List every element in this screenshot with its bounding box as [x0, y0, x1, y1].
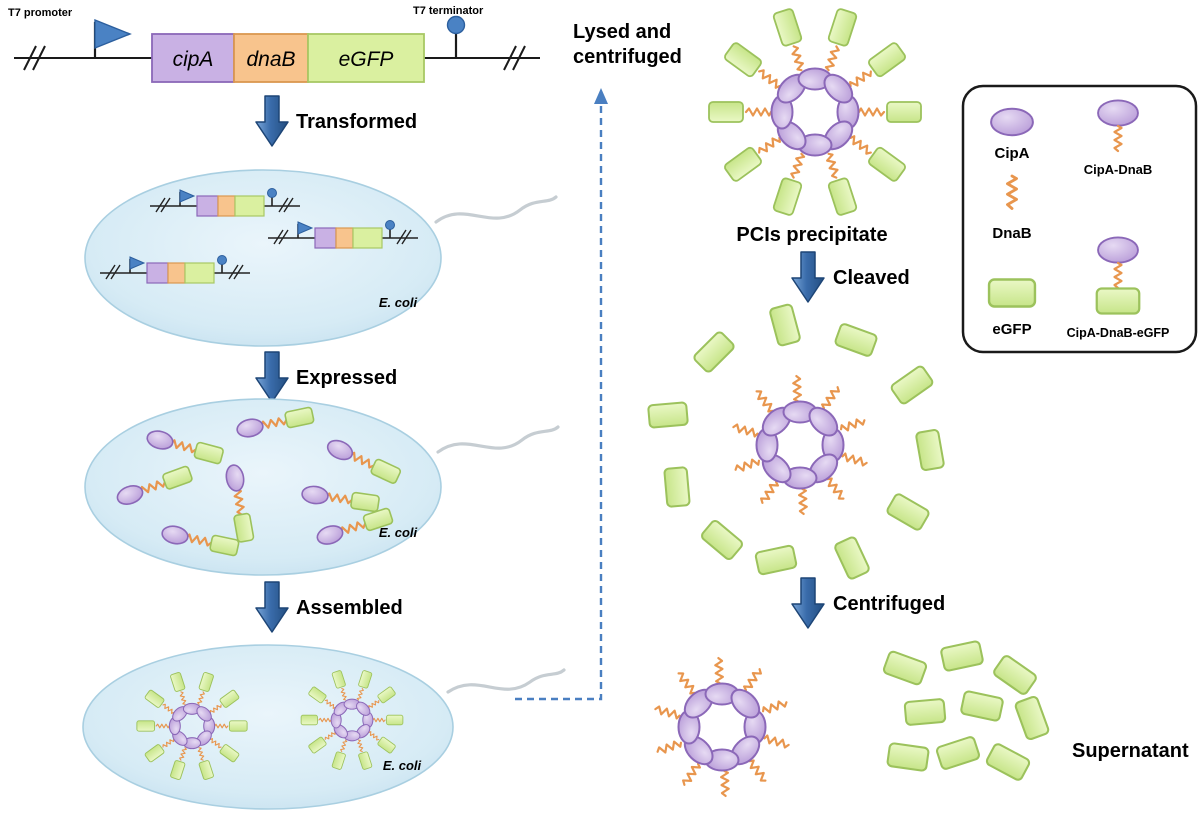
lysed-label-line1: Lysed and	[573, 21, 671, 43]
pci-precipitate	[709, 8, 921, 216]
centrifuged-arrow-icon	[791, 577, 825, 629]
ecoli-cell-transformed: E. coli	[84, 169, 558, 347]
egfp-shape-icon	[987, 278, 1037, 308]
t7-promoter-flag-icon	[93, 18, 132, 58]
released-egfp	[833, 321, 879, 359]
ecoli-cell-expressed: E. coli	[84, 398, 560, 576]
supernatant-egfp	[903, 697, 947, 727]
legend: CipA CipA-DnaB DnaB eGFP CipA-DnaB-eGFP	[961, 84, 1198, 354]
supernatant-egfp	[991, 653, 1039, 697]
supernatant-egfp	[934, 734, 982, 772]
pci-core	[732, 376, 867, 514]
ecoli-label: E. coli	[379, 295, 418, 310]
supernatant-label: Supernatant	[1072, 740, 1189, 762]
centrifuged-label: Centrifuged	[833, 593, 945, 615]
transformed-label: Transformed	[296, 111, 417, 133]
supernatant-egfp	[939, 639, 985, 673]
released-egfp	[663, 466, 691, 508]
legend-label-egfp: eGFP	[992, 321, 1031, 338]
released-egfp	[884, 491, 932, 533]
expressed-arrow-icon	[255, 351, 289, 403]
ecoli-label: E. coli	[379, 525, 418, 540]
legend-label-cipa-dnab: CipA-DnaB	[1084, 162, 1153, 177]
cipa-gene-box	[151, 33, 235, 83]
released-egfp	[691, 329, 737, 375]
egfp-shape-icon	[1095, 287, 1141, 315]
released-egfp	[754, 544, 798, 576]
pci-cleaved-group	[647, 302, 946, 581]
supernatant-egfp	[984, 741, 1032, 783]
pci-pellet	[654, 658, 789, 796]
dna-break-slashes	[23, 45, 526, 71]
released-egfp	[832, 535, 872, 581]
transformed-arrow-icon	[255, 95, 289, 147]
legend-item-egfp: eGFP	[987, 278, 1037, 338]
supernatant-egfp	[886, 741, 930, 773]
flagellum	[434, 195, 558, 224]
promoter-label: T7 promoter	[8, 7, 73, 19]
released-egfp	[888, 363, 936, 407]
supernatant-egfp	[881, 649, 929, 687]
egfp-gene-box	[307, 33, 425, 83]
legend-item-cipa-dnab: CipA-DnaB	[1084, 99, 1153, 177]
ecoli-cell-assembled: E. coli	[82, 644, 566, 810]
egfp-gene-label: eGFP	[339, 48, 394, 71]
terminator-label: T7 terminator	[413, 5, 484, 17]
legend-item-cipa: CipA	[990, 107, 1034, 162]
legend-label-dnab: DnaB	[992, 225, 1031, 242]
legend-item-cipa-dnab-egfp: CipA-DnaB-eGFP	[1067, 236, 1170, 340]
cipa-shape-icon	[990, 107, 1034, 137]
gene-construct: T7 promoter cipA dnaB eGFP T7 terminator	[8, 5, 540, 83]
assembled-label: Assembled	[296, 597, 403, 619]
released-egfp	[647, 401, 689, 429]
cipa-gene-label: cipA	[173, 48, 214, 71]
flagellum	[436, 425, 560, 454]
cleaved-arrow-icon	[791, 251, 825, 303]
expressed-label: Expressed	[296, 367, 397, 389]
flagellum	[446, 668, 566, 694]
released-egfp	[699, 518, 745, 562]
ecoli-label: E. coli	[383, 758, 422, 773]
cleaved-label: Cleaved	[833, 267, 910, 289]
legend-item-dnab: DnaB	[992, 174, 1032, 242]
precipitate-label: PCIs precipitate	[736, 224, 887, 246]
legend-label-cipa: CipA	[995, 145, 1030, 162]
supernatant-egfp	[1013, 694, 1051, 742]
supernatant-egfp-cluster	[881, 639, 1051, 783]
dnab-gene-label: dnaB	[246, 48, 295, 71]
cipa-shape-icon	[1097, 236, 1139, 264]
lysis-dashed-arrow	[515, 88, 608, 701]
released-egfp	[914, 428, 946, 472]
t7-terminator-icon	[446, 15, 466, 58]
supernatant-egfp	[959, 689, 1005, 723]
cipa-shape-icon	[1097, 99, 1139, 127]
assembled-arrow-icon	[255, 581, 289, 633]
released-egfp	[768, 302, 802, 348]
legend-label-cipa-dnab-egfp: CipA-DnaB-eGFP	[1067, 326, 1170, 340]
lysed-label-line2: centrifuged	[573, 46, 682, 68]
cell-body	[84, 169, 442, 347]
